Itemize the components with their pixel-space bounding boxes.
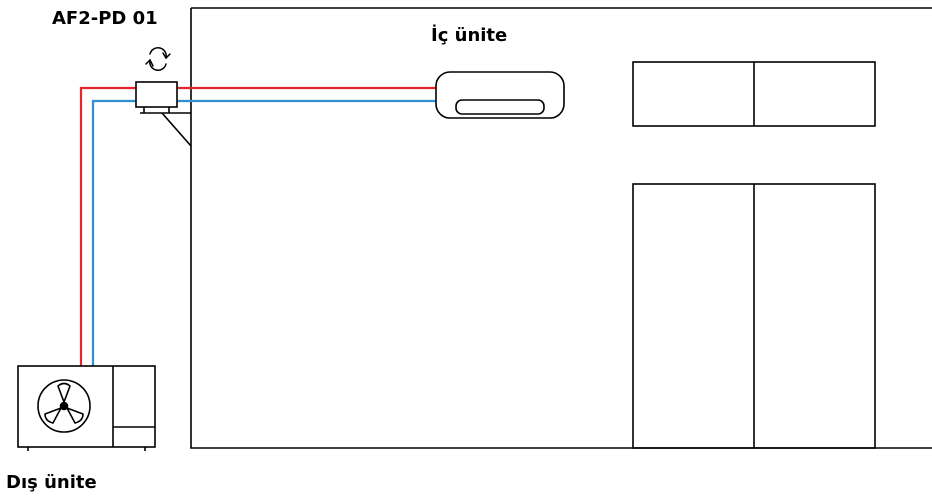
indoor-unit	[435, 71, 565, 119]
outdoor-unit-label: Dış ünite	[6, 472, 97, 493]
outdoor-unit	[17, 365, 156, 451]
sync-arrows-icon	[145, 47, 171, 71]
af2-pd-device	[135, 81, 192, 147]
supply-pipe	[79, 86, 438, 366]
fan-icon	[37, 379, 91, 433]
indoor-unit-label: İç ünite	[431, 25, 508, 46]
door-lower	[632, 183, 876, 449]
return-pipe	[91, 99, 438, 366]
window-upper	[632, 61, 876, 127]
building-outline	[190, 7, 932, 449]
device-label: AF2-PD 01	[52, 8, 158, 29]
